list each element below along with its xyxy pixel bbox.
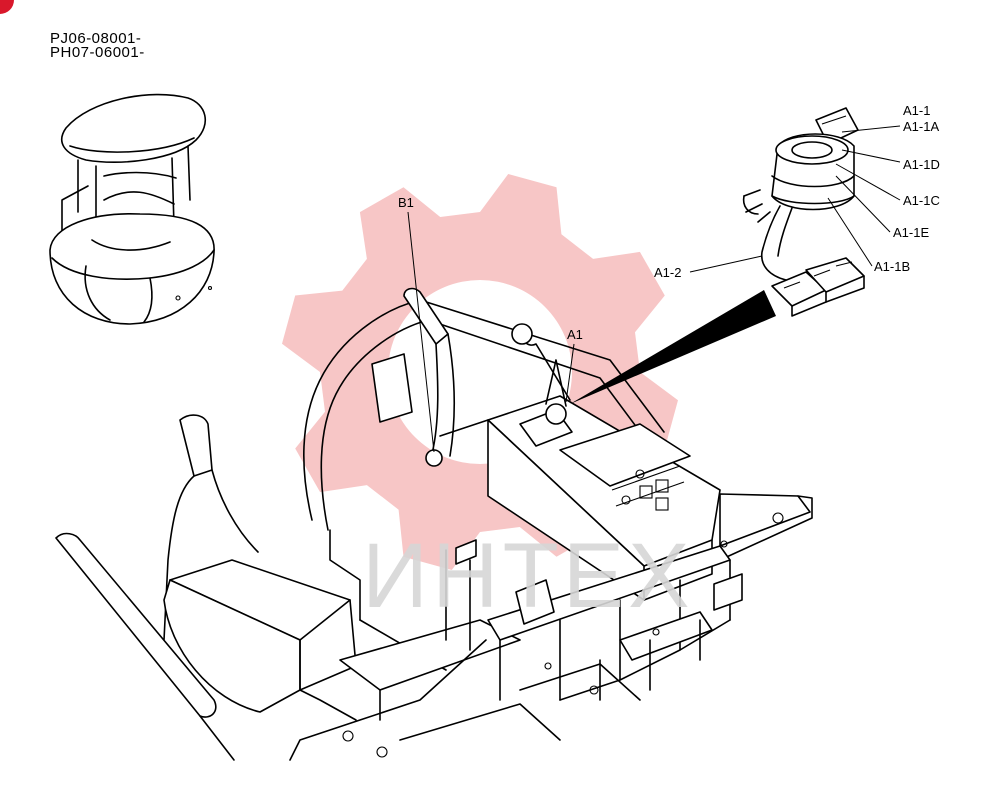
callout-a1-2: A1-2 xyxy=(654,265,682,280)
callout-b1: B1 xyxy=(398,195,414,210)
travel-lever-illustration xyxy=(55,414,357,761)
watermark-text: ИНТЕХ xyxy=(362,525,694,627)
callout-a1-1d: A1-1D xyxy=(903,157,940,172)
serial-number-range-1: PJ06-08001- xyxy=(50,30,142,47)
callout-a1: A1 xyxy=(567,327,583,342)
callout-a1-1e: A1-1E xyxy=(893,225,930,240)
callout-a1-1b: A1-1B xyxy=(874,259,911,274)
key-switch-assembly xyxy=(742,107,865,317)
cab-inset-illustration xyxy=(49,93,215,325)
detail-pointer-wedge xyxy=(570,290,776,404)
callout-a1-1a: A1-1A xyxy=(903,119,940,134)
chassis-deck-illustration xyxy=(289,493,813,761)
serial-number-range-2: PH07-06001- xyxy=(50,44,145,61)
callout-a1-1c: A1-1C xyxy=(903,193,940,208)
callout-a1-1: A1-1 xyxy=(903,103,931,118)
console-frame-illustration xyxy=(303,287,721,721)
callout-leaders xyxy=(407,125,901,453)
